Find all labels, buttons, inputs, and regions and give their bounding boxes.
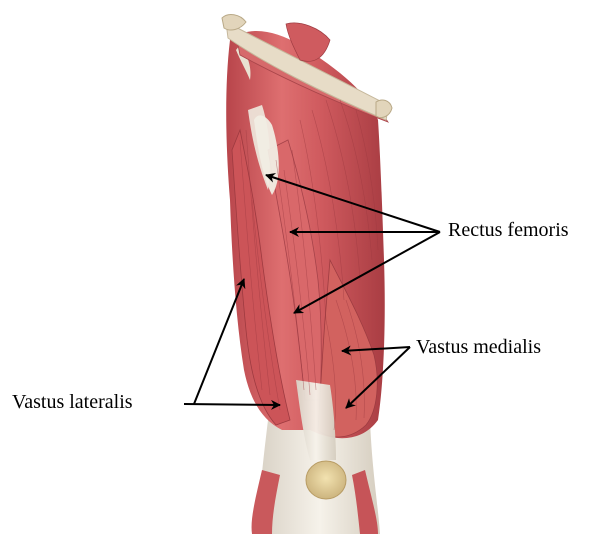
rectus-femoris-label: Rectus femoris	[448, 220, 569, 240]
patella	[306, 461, 346, 499]
vastus-lateralis-label: Vastus lateralis	[12, 392, 133, 412]
lateralis-arrow-upper	[194, 279, 244, 404]
hip-bone	[222, 15, 246, 30]
lateralis-arrow-lower	[184, 404, 280, 405]
vastus-medialis-label: Vastus medialis	[416, 337, 541, 357]
hip-bone	[376, 100, 392, 118]
